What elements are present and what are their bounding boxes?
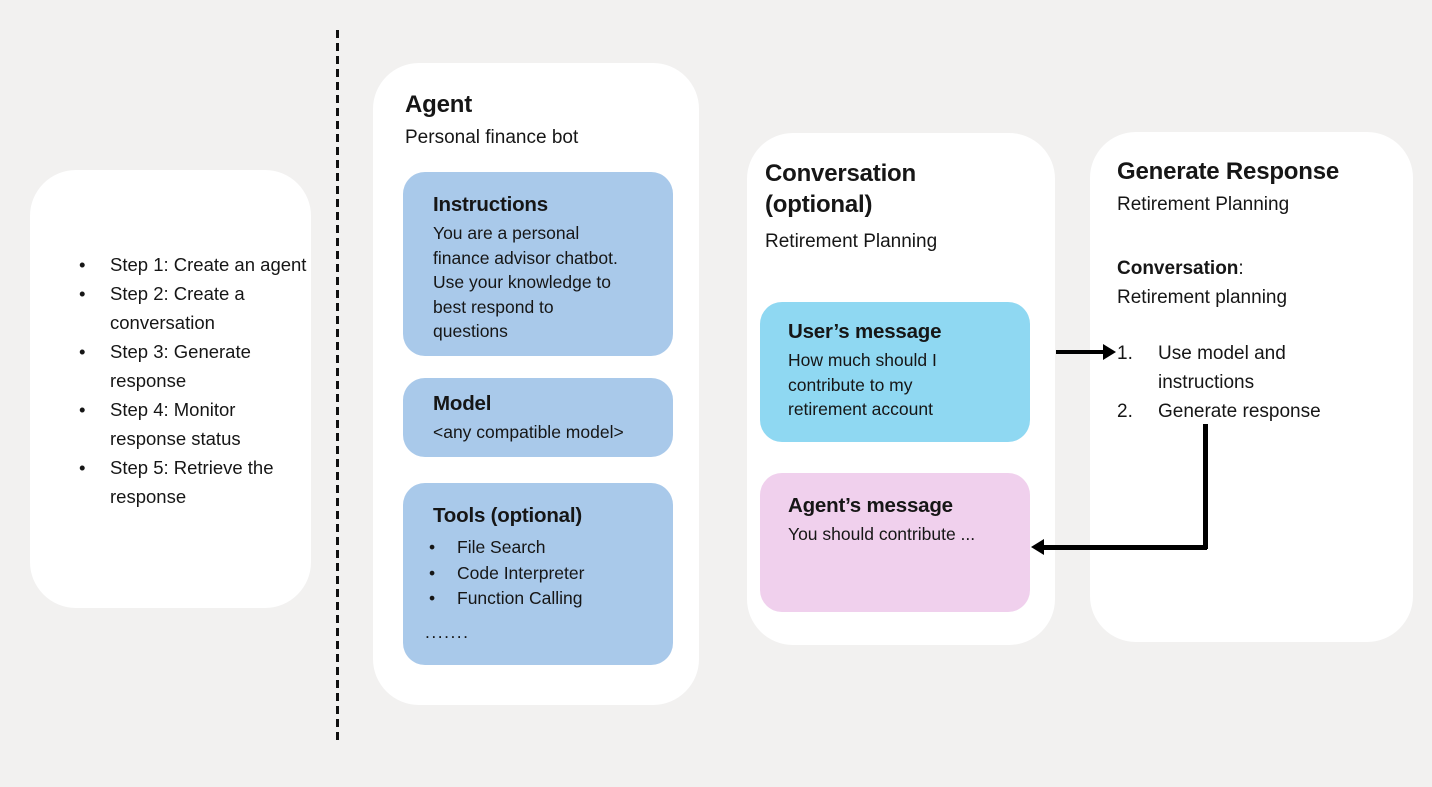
user-message-box: User’s message How much should I contrib… [760,302,1030,442]
instructions-line: Use your knowledge to [433,272,612,292]
step-item: Step 3: Generate response [77,337,315,395]
user-message-line: How much should I [788,350,937,370]
generate-conversation-line: Conversation: Retirement planning [1117,254,1339,312]
agent-panel-subtitle: Personal finance bot [405,127,579,148]
arrow-user-to-generate-head-icon [1103,344,1116,360]
model-box-body: <any compatible model> [433,422,624,442]
instructions-box-body: You are a personal finance advisor chatb… [433,221,659,344]
instructions-line: You are a personal [433,223,580,243]
agent-message-body: You should contribute ... [788,524,976,544]
generate-steps-list: Use model and instructions Generate resp… [1117,339,1339,426]
instructions-line: questions [433,321,508,341]
conversation-title-line2: (optional) [765,191,873,218]
arrow-generate-to-agent-vertical-line [1203,424,1208,549]
user-message-title: User’s message [788,320,942,343]
tools-list: File Search Code Interpreter Function Ca… [427,535,659,612]
step-item: Step 4: Monitor response status [77,395,315,453]
generate-conversation-value: Retirement planning [1117,287,1288,308]
step-item: Step 1: Create an agent [77,250,315,279]
tools-more-ellipsis: ....... [425,621,470,642]
steps-panel: Step 1: Create an agent Step 2: Create a… [30,170,311,608]
generate-panel-head: Generate Response Retirement Planning Co… [1117,156,1339,426]
instructions-box-title: Instructions [433,193,548,216]
generate-conversation-label: Conversation [1117,258,1239,279]
agent-message-title: Agent’s message [788,494,953,517]
agent-panel-title: Agent [405,91,472,118]
generate-panel-title: Generate Response [1117,158,1340,185]
user-message-body: How much should I contribute to my retir… [788,348,1018,422]
steps-list: Step 1: Create an agent Step 2: Create a… [77,250,315,511]
instructions-line: best respond to [433,296,554,317]
arrow-user-to-generate-line [1056,350,1105,354]
user-message-line: retirement account [788,399,933,419]
arrow-generate-to-agent-head-icon [1031,539,1044,555]
agent-panel-head: Agent Personal finance bot [405,89,578,151]
generate-response-panel: Generate Response Retirement Planning Co… [1090,132,1413,642]
tool-item: Function Calling [427,586,659,612]
generate-panel-subtitle: Retirement Planning [1117,194,1290,215]
conversation-panel: Conversation (optional) Retirement Plann… [747,133,1055,645]
arrow-generate-to-agent-horizontal-line [1044,545,1207,550]
model-box-title: Model [433,392,492,415]
generate-step-item: Use model and instructions [1117,339,1286,393]
model-box: Model <any compatible model> [403,378,673,457]
conversation-title-line1: Conversation [765,160,916,187]
conversation-panel-head: Conversation (optional) Retirement Plann… [765,158,937,255]
generate-step-item: Generate response [1117,397,1321,426]
user-message-line: contribute to my [788,374,913,395]
agent-message-box: Agent’s message You should contribute ..… [760,473,1030,612]
step-item: Step 5: Retrieve the response [77,453,315,511]
instructions-box: Instructions You are a personal finance … [403,172,673,356]
tool-item: File Search [427,535,659,561]
tools-box: Tools (optional) File Search Code Interp… [403,483,673,665]
agent-panel: Agent Personal finance bot Instructions … [373,63,699,705]
generate-conversation-colon: : [1238,258,1244,279]
tool-item: Code Interpreter [427,561,659,587]
tools-box-title: Tools (optional) [433,504,582,527]
conversation-panel-subtitle: Retirement Planning [765,231,938,252]
step-item: Step 2: Create a conversation [77,279,315,337]
conversation-panel-title: Conversation (optional) [765,158,937,220]
dashed-divider [336,30,339,744]
instructions-line: finance advisor chatbot. [433,247,618,268]
